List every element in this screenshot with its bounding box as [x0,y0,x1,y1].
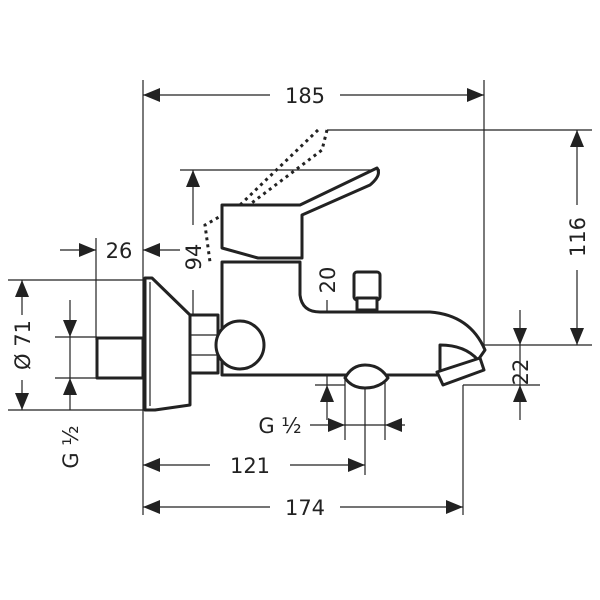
dim-185-label: 185 [285,84,325,108]
dim-121-label: 121 [230,454,270,478]
dim-diameter-71-label: Ø 71 [11,320,35,370]
dim-20-label: 20 [316,267,340,294]
extension-lines [8,80,592,515]
dim-22-label: 22 [509,359,533,386]
dim-26-label: 26 [106,239,133,263]
dim-outlet-thread-label: G ½ [258,414,301,438]
dim-116-label: 116 [566,217,590,257]
dim-94-label: 94 [182,244,206,271]
dim-inlet-thread-label: G ½ [59,425,83,468]
dim-174-label: 174 [285,496,325,520]
faucet-outline [95,128,487,412]
